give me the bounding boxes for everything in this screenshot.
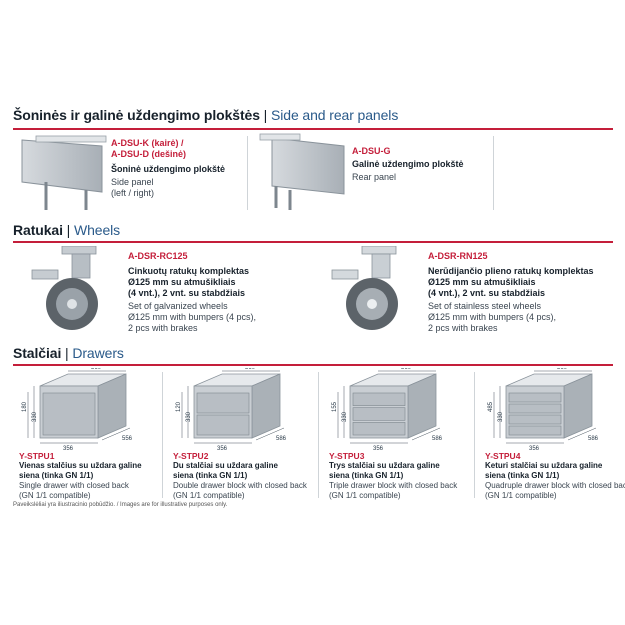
drawer-code: Y-STPU4	[485, 451, 521, 461]
drawer-code: Y-STPU2	[173, 451, 209, 461]
dim-height: 180	[22, 401, 28, 412]
drawer-image: 360 120 330 356 586	[176, 368, 287, 450]
divider	[247, 136, 248, 210]
section-rule-wheels	[13, 241, 613, 243]
divider	[474, 372, 475, 498]
drawer-name-lt: siena (tinka GN 1/1)	[173, 470, 248, 480]
dim-depth: 586	[432, 436, 443, 442]
panel-name-lt: Galinė uždengimo plokštė	[352, 159, 464, 169]
dim-width: 356	[217, 446, 228, 450]
panel-name-en: Rear panel	[352, 172, 397, 182]
drawer-name-en: Double drawer block with closed back	[173, 481, 307, 490]
panel-name-lt: Šoninė uždengimo plokštė	[111, 164, 226, 174]
drawer-name-en: Quadruple drawer block with closed back	[485, 481, 625, 490]
dim-top: 360	[557, 368, 568, 371]
panel-code: A-DSU-K (kairė) / A-DSU-D (dešinė)	[111, 138, 187, 159]
dim-height-inner: 330	[32, 411, 38, 422]
drawer-name-lt: Keturi stalčiai su uždara galine	[485, 461, 603, 470]
dim-depth: 586	[276, 436, 287, 442]
dim-height-inner: 330	[342, 411, 348, 422]
dim-height-inner: 330	[186, 411, 192, 422]
rear-panel-image	[259, 133, 345, 210]
divider	[318, 372, 319, 498]
drawer-name-lt: Du stalčiai su uždara galine	[173, 461, 278, 470]
side-panel-image	[21, 135, 107, 210]
wheel-code: A-DSR-RC125	[128, 251, 188, 261]
stainless-wheel-image	[331, 246, 398, 330]
drawer-name-lt: siena (tinka GN 1/1)	[329, 470, 404, 480]
galvanized-wheel-image	[31, 246, 98, 330]
dim-top: 360	[401, 368, 412, 371]
section-title-panels: Šoninės ir galinė uždengimo plokštės | S…	[13, 107, 399, 123]
dim-width: 356	[373, 446, 384, 450]
drawer-name-lt: Trys stalčiai su uždara galine	[329, 461, 440, 470]
drawer-image: 360 485 330 356 586	[488, 368, 599, 450]
drawer-code: Y-STPU1	[19, 451, 55, 461]
drawer-name-lt: siena (tinka GN 1/1)	[485, 470, 560, 480]
dim-width: 356	[529, 446, 540, 450]
drawer-name-en: Single drawer with closed back	[19, 481, 129, 490]
panel-name-en: Side panel (left / right)	[111, 177, 155, 198]
dim-top: 360	[91, 368, 102, 371]
dim-height: 155	[332, 401, 338, 412]
drawer-name-en: (GN 1/1 compatible)	[19, 490, 91, 500]
dim-height: 120	[176, 401, 182, 412]
footer-disclaimer: Paveikslėliai yra iliustracinio pobūdžio…	[13, 502, 228, 508]
wheel-name-en: Set of stainless steel wheels Ø125 mm wi…	[428, 301, 557, 333]
dim-depth: 556	[122, 436, 133, 442]
drawer-name-lt: siena (tinka GN 1/1)	[19, 470, 94, 480]
wheel-name-lt: Cinkuotų ratukų komplektas Ø125 mm su at…	[128, 266, 250, 298]
drawer-name-en: Triple drawer block with closed back	[329, 481, 458, 490]
dim-height: 485	[488, 401, 494, 412]
wheel-code: A-DSR-RN125	[428, 251, 488, 261]
section-rule-drawers	[13, 364, 613, 366]
section-rule-panels	[13, 128, 613, 130]
drawer-image: 360 180 330 356 556	[22, 368, 133, 450]
divider	[162, 372, 163, 498]
wheel-name-lt: Nerūdijančio plieno ratukų komplektas Ø1…	[428, 266, 594, 298]
drawer-name-en: (GN 1/1 compatible)	[173, 490, 245, 500]
section-title-drawers: Stalčiai | Drawers	[13, 345, 124, 361]
drawer-name-en: (GN 1/1 compatible)	[485, 490, 557, 500]
drawer-name-lt: Vienas stalčius su uždara galine	[19, 461, 142, 470]
panel-code: A-DSU-G	[352, 146, 391, 156]
drawer-name-en: (GN 1/1 compatible)	[329, 490, 401, 500]
drawer-code: Y-STPU3	[329, 451, 365, 461]
dim-height-inner: 330	[498, 411, 504, 422]
section-title-wheels: Ratukai | Wheels	[13, 222, 121, 238]
drawer-image: 360 155 330 356 586	[332, 368, 443, 450]
wheel-name-en: Set of galvanized wheels Ø125 mm with bu…	[128, 301, 257, 333]
dim-top: 360	[245, 368, 256, 371]
dim-width: 356	[63, 446, 74, 450]
dim-depth: 586	[588, 436, 599, 442]
divider	[493, 136, 494, 210]
